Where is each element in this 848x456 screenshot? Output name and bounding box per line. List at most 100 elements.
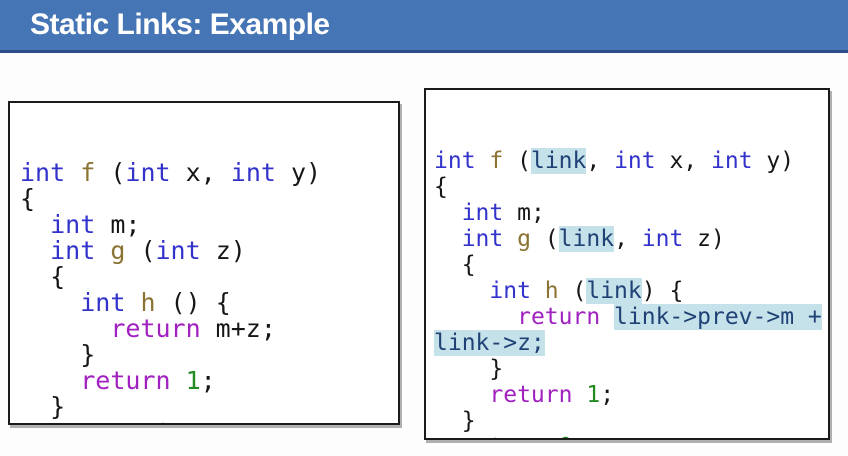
- code-token: [476, 148, 490, 174]
- code-token: ,: [614, 226, 642, 252]
- code-token: h: [544, 278, 559, 304]
- code-token: m+z;: [200, 314, 276, 343]
- code-token: f: [489, 148, 504, 174]
- code-token: (: [530, 226, 559, 252]
- code-line: int f (link, int x, int y): [434, 148, 820, 174]
- right-code-panel: int f (link, int x, int y){ int m; int g…: [424, 88, 830, 440]
- code-token: m;: [503, 200, 545, 226]
- left-code-panel: int f (int x, int y){ int m; int g (int …: [8, 101, 400, 425]
- code-line: return 1;: [434, 382, 820, 408]
- code-line: {: [434, 174, 820, 200]
- code-token: [434, 278, 489, 304]
- code-token: link: [530, 148, 587, 174]
- code-token: return: [517, 304, 601, 330]
- code-token: {: [20, 262, 66, 291]
- code-token: int: [125, 158, 171, 187]
- code-token: z): [200, 236, 246, 265]
- code-token: [531, 278, 545, 304]
- code-line: int m;: [434, 200, 820, 226]
- code-token: ) {: [641, 278, 684, 304]
- slide: Static Links: Example int f (int x, int …: [0, 0, 848, 440]
- code-line: return 1;: [20, 368, 388, 394]
- code-token: (: [125, 236, 156, 265]
- code-line: return 0;: [434, 434, 820, 438]
- code-line: {: [20, 264, 388, 290]
- code-token: [20, 314, 110, 343]
- code-line: return link->prev->m +: [434, 304, 822, 330]
- code-token: y): [275, 158, 322, 187]
- code-token: y): [752, 148, 795, 174]
- code-token: return: [80, 366, 171, 395]
- code-token: int: [461, 226, 504, 252]
- code-token: g: [110, 236, 126, 265]
- code-line: int g (link, int z): [434, 226, 820, 252]
- code-token: int: [614, 148, 656, 174]
- code-line: int h () {: [20, 290, 388, 316]
- code-token: {: [434, 252, 476, 278]
- right-code: int f (link, int x, int y){ int m; int g…: [434, 148, 822, 438]
- code-token: [572, 382, 586, 408]
- code-token: [545, 434, 559, 438]
- code-line: int g (int z): [20, 238, 388, 264]
- code-token: [20, 210, 50, 239]
- code-token: m;: [95, 210, 141, 239]
- code-token: int: [230, 158, 276, 187]
- code-token: int: [434, 148, 476, 174]
- code-token: ;: [573, 434, 587, 438]
- code-token: int: [489, 278, 531, 304]
- code-token: [95, 236, 110, 265]
- code-line: int f (int x, int y): [20, 160, 388, 186]
- code-token: ,: [586, 148, 615, 174]
- code-token: {: [434, 174, 448, 200]
- page-title: Static Links: Example: [30, 8, 330, 41]
- code-line: return m+z;: [20, 316, 388, 342]
- left-code: int f (int x, int y){ int m; int g (int …: [20, 160, 388, 424]
- code-token: (: [503, 148, 531, 174]
- code-token: [503, 226, 517, 252]
- code-token: }: [20, 392, 66, 421]
- code-token: int: [461, 200, 504, 226]
- code-line: int m;: [20, 212, 388, 238]
- code-token: (: [558, 278, 587, 304]
- code-token: ;: [600, 382, 615, 408]
- code-token: 1: [185, 366, 201, 395]
- code-token: int: [711, 148, 753, 174]
- code-token: int: [20, 158, 66, 187]
- code-token: ;: [171, 418, 186, 424]
- code-token: {: [20, 184, 36, 213]
- code-token: [140, 418, 155, 423]
- code-token: [600, 304, 614, 330]
- code-token: [20, 236, 50, 265]
- code-token: int: [641, 226, 684, 252]
- code-token: int: [50, 236, 96, 265]
- code-token: 0: [155, 418, 170, 424]
- code-token: f: [80, 158, 96, 187]
- code-token: [20, 366, 80, 395]
- code-token: return: [110, 314, 201, 343]
- code-token: int: [155, 236, 201, 265]
- code-line: }: [20, 394, 388, 420]
- code-token: 1: [586, 382, 601, 408]
- code-line: {: [20, 186, 388, 212]
- code-token: () {: [155, 288, 231, 317]
- code-token: [434, 434, 462, 438]
- code-token: [434, 304, 517, 330]
- code-token: ;: [200, 366, 216, 395]
- code-token: }: [434, 408, 476, 434]
- code-token: return: [50, 418, 140, 424]
- code-token: }: [20, 340, 96, 369]
- code-token: h: [140, 288, 156, 317]
- code-line: }: [434, 408, 820, 434]
- code-line: return 0;: [20, 418, 388, 424]
- code-token: [434, 226, 462, 252]
- code-line: }: [20, 342, 388, 368]
- code-token: (: [95, 158, 126, 187]
- code-token: [20, 418, 50, 423]
- code-token: int: [50, 210, 96, 239]
- code-line: {: [434, 252, 820, 278]
- code-token: g: [517, 226, 531, 252]
- code-token: [65, 158, 80, 187]
- code-token: x,: [170, 158, 231, 187]
- code-token: return: [462, 434, 545, 438]
- title-bar: Static Links: Example: [0, 0, 848, 53]
